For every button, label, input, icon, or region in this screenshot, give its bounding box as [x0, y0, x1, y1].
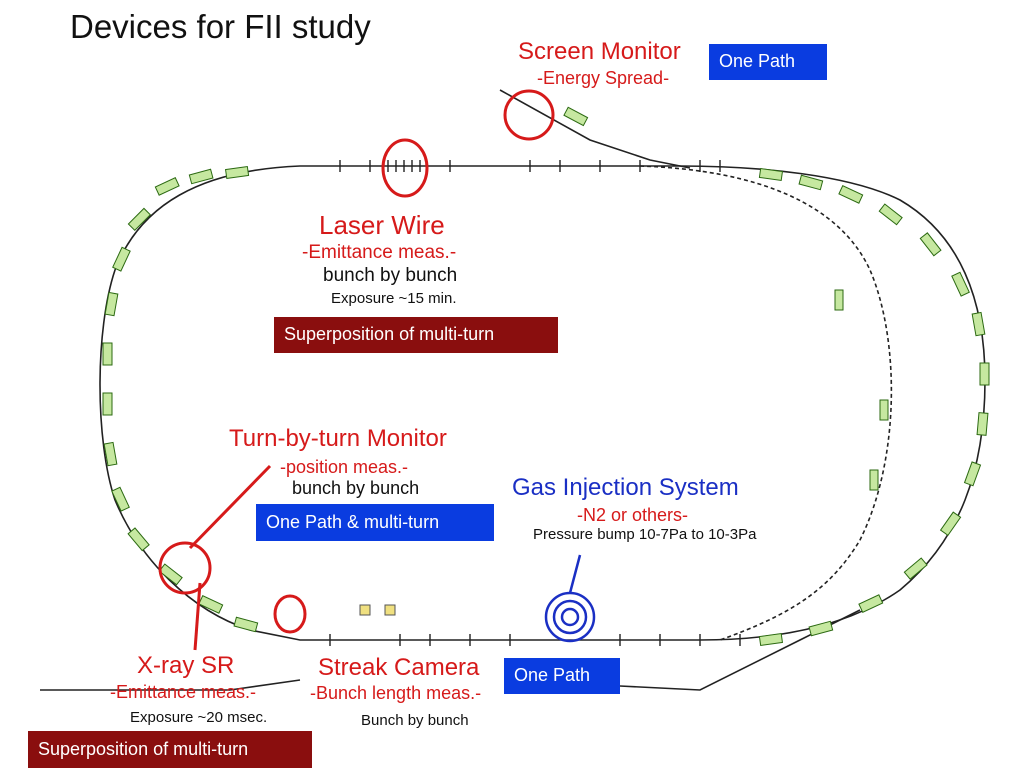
magnet: [103, 441, 118, 467]
turn-by-turn-mode: bunch by bunch: [292, 478, 420, 498]
device-markers: [158, 89, 555, 651]
turn-by-turn-subtitle: -position meas.-: [280, 457, 409, 477]
turn-by-turn-marker: [158, 541, 212, 595]
magnet: [951, 271, 970, 297]
magnet: [979, 362, 990, 386]
magnet: [563, 106, 589, 127]
magnet: [158, 563, 183, 586]
laser-wire-marker: [381, 138, 429, 198]
laser-wire-exposure: Exposure ~15 min.: [331, 290, 457, 307]
magnet: [112, 246, 131, 272]
magnet-blocks: [102, 106, 990, 647]
magnet: [758, 632, 784, 647]
magnet: [971, 311, 986, 337]
magnet: [878, 203, 903, 226]
ring-beam-path: [99, 165, 986, 641]
magnet: [858, 594, 884, 613]
magnet: [188, 168, 214, 185]
laser-wire-badge: Superposition of multi-turn: [274, 317, 558, 353]
magnet: [869, 469, 879, 491]
yellow-elements: [359, 604, 396, 616]
magnet: [879, 399, 889, 421]
streak-camera-badge: One Path: [504, 658, 620, 694]
magnet: [758, 167, 784, 182]
beamline: [40, 89, 986, 691]
magnet: [224, 165, 250, 180]
magnet: [808, 620, 834, 637]
streak-camera-title: Streak Camera: [318, 654, 480, 681]
magnet: [903, 557, 928, 580]
gas-injection-title: Gas Injection System: [512, 474, 739, 501]
magnet: [919, 232, 942, 257]
page-title: Devices for FII study: [70, 8, 371, 45]
xray-sr-subtitle: -Emittance meas.-: [110, 682, 257, 702]
extraction-line: [40, 679, 301, 691]
laser-wire-subtitle: -Emittance meas.-: [302, 242, 457, 263]
xray-pointer: [193, 582, 202, 651]
magnet: [154, 177, 180, 196]
injection-line: [499, 89, 691, 169]
inner-loop: [639, 165, 893, 641]
laser-wire-title: Laser Wire: [319, 210, 445, 240]
screen-monitor-badge: One Path: [709, 44, 827, 80]
streak-camera-mode: Bunch by bunch: [361, 712, 469, 729]
magnet: [233, 616, 259, 633]
screen-monitor-marker: [503, 89, 555, 141]
magnet: [963, 461, 982, 487]
gas-injection-pressure: Pressure bump 10-7Pa to 10-3Pa: [533, 526, 757, 543]
streak-camera-marker: [273, 594, 307, 634]
screen-monitor-title: Screen Monitor: [518, 38, 681, 65]
gas-injection-marker: [544, 554, 596, 643]
dump-line: [619, 609, 861, 691]
magnet: [976, 412, 989, 436]
magnet: [111, 486, 130, 512]
magnet: [104, 291, 119, 317]
magnet: [127, 527, 150, 552]
turn-by-turn-title: Turn-by-turn Monitor: [229, 425, 447, 452]
magnet: [939, 511, 962, 537]
streak-camera-subtitle: -Bunch length meas.-: [310, 683, 482, 703]
magnet: [127, 207, 152, 232]
xray-sr-exposure: Exposure ~20 msec.: [130, 709, 268, 726]
magnet: [838, 185, 864, 204]
xray-sr-badge: Superposition of multi-turn: [28, 731, 312, 768]
magnet: [102, 392, 113, 416]
magnet: [798, 174, 824, 191]
magnet: [198, 595, 224, 614]
magnet: [102, 342, 113, 366]
turn-by-turn-pointer: [188, 464, 272, 550]
laser-wire-mode: bunch by bunch: [323, 265, 458, 286]
screen-monitor-subtitle: -Energy Spread-: [537, 68, 670, 88]
gas-injection-subtitle: -N2 or others-: [577, 505, 689, 525]
magnet: [834, 289, 844, 311]
turn-by-turn-badge: One Path & multi-turn: [256, 504, 494, 541]
beamline-elements: [329, 160, 741, 646]
xray-sr-title: X-ray SR: [137, 652, 235, 679]
